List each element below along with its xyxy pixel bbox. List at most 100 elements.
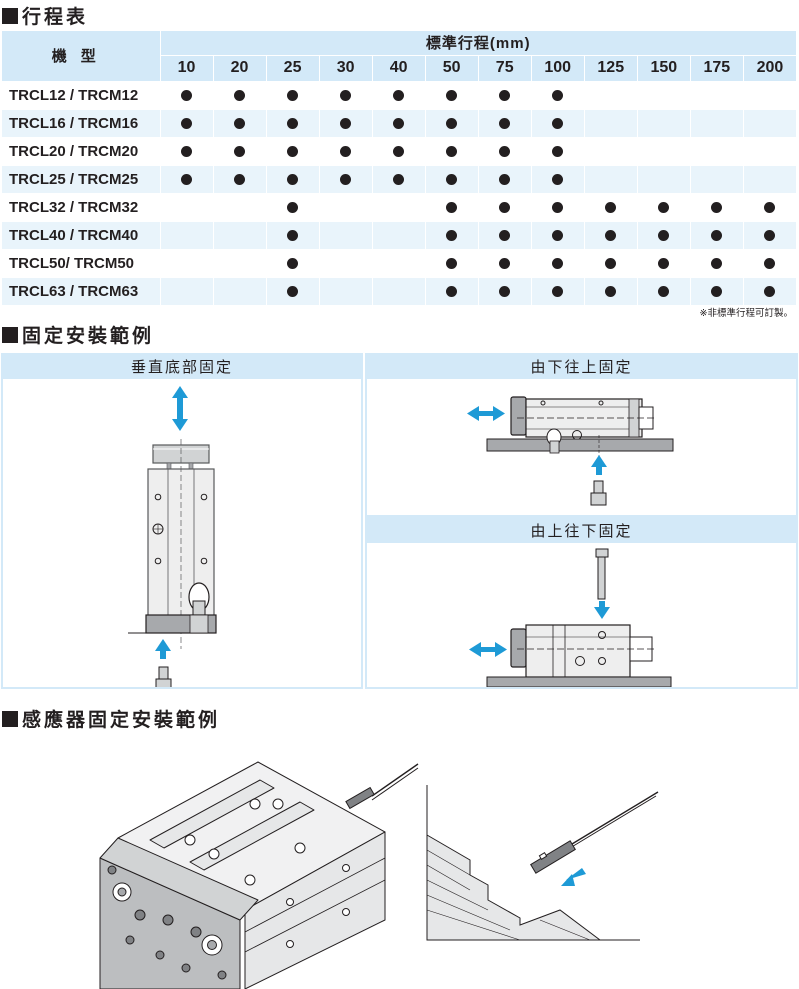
model-name: TRCL32 / TRCM32 xyxy=(2,193,161,222)
stroke-cell xyxy=(372,165,426,194)
stroke-cell xyxy=(266,165,320,194)
sensor-switch-icon xyxy=(345,763,419,810)
available-dot-icon xyxy=(446,90,458,102)
available-dot-icon xyxy=(605,230,617,242)
stroke-cell xyxy=(637,193,691,222)
stroke-row: TRCL20 / TRCM20 xyxy=(2,137,798,166)
available-dot-icon xyxy=(340,174,352,186)
sensor-switch-icon xyxy=(530,791,659,874)
sensor-slot-cross-section xyxy=(426,785,640,941)
stroke-cell xyxy=(266,277,320,306)
available-dot-icon xyxy=(446,258,458,270)
available-dot-icon xyxy=(764,258,776,270)
available-dot-icon xyxy=(446,118,458,130)
stroke-cell xyxy=(372,193,426,222)
stroke-cell xyxy=(584,81,638,110)
bottom-to-top-diagram xyxy=(467,396,674,506)
available-dot-icon xyxy=(393,90,405,102)
stroke-cell xyxy=(372,109,426,138)
double-arrow-vertical-icon xyxy=(172,386,188,431)
model-name: TRCL40 / TRCM40 xyxy=(2,221,161,250)
available-dot-icon xyxy=(605,202,617,214)
stroke-cell xyxy=(160,137,214,166)
stroke-row: TRCL40 / TRCM40 xyxy=(2,221,798,250)
available-dot-icon xyxy=(658,258,670,270)
available-dot-icon xyxy=(711,286,723,298)
stroke-cell xyxy=(743,109,798,138)
model-name: TRCL63 / TRCM63 xyxy=(2,277,161,306)
available-dot-icon xyxy=(287,146,299,158)
panel-vertical-bottom-mount: 垂直底部固定 xyxy=(1,353,363,689)
available-dot-icon xyxy=(552,202,564,214)
stroke-cell xyxy=(531,277,585,306)
stroke-cell xyxy=(160,277,214,306)
sensor-mount-title-text: 感應器固定安裝範例 xyxy=(22,709,221,731)
stroke-row: TRCL50/ TRCM50 xyxy=(2,249,798,278)
stroke-cell xyxy=(743,137,798,166)
stroke-cell xyxy=(266,249,320,278)
stroke-cell xyxy=(478,249,532,278)
available-dot-icon xyxy=(764,202,776,214)
stroke-cell xyxy=(637,165,691,194)
available-dot-icon xyxy=(446,286,458,298)
available-dot-icon xyxy=(711,202,723,214)
stroke-cell xyxy=(213,81,267,110)
stroke-cell xyxy=(160,221,214,250)
stroke-cell xyxy=(266,109,320,138)
stroke-cell xyxy=(584,221,638,250)
available-dot-icon xyxy=(287,202,299,214)
stroke-cell xyxy=(637,277,691,306)
stroke-header-cell: 100 xyxy=(531,55,585,82)
stroke-cell xyxy=(372,137,426,166)
stroke-cell xyxy=(266,81,320,110)
stroke-cell xyxy=(319,249,373,278)
custom-stroke-note: ※非標準行程可訂製。 xyxy=(699,308,793,319)
available-dot-icon xyxy=(234,174,246,186)
stroke-cell xyxy=(690,109,744,138)
arrow-insert-icon xyxy=(561,868,586,886)
square-bullet-icon xyxy=(2,326,18,343)
sensor-mount-illustration xyxy=(99,761,659,989)
available-dot-icon xyxy=(552,146,564,158)
stroke-cell xyxy=(213,249,267,278)
stroke-header-cell: 10 xyxy=(160,55,214,82)
stroke-cell xyxy=(425,249,479,278)
bolt-icon xyxy=(590,480,607,506)
available-dot-icon xyxy=(287,90,299,102)
cylinder-isometric-illustration xyxy=(99,761,386,989)
top-to-bottom-diagram xyxy=(469,548,672,687)
available-dot-icon xyxy=(446,174,458,186)
stroke-cell xyxy=(637,249,691,278)
mount-example-title: 固定安裝範例 xyxy=(2,321,154,348)
stroke-cell xyxy=(584,277,638,306)
stroke-row: TRCL16 / TRCM16 xyxy=(2,109,798,138)
stroke-cell xyxy=(478,165,532,194)
stroke-cell xyxy=(743,81,798,110)
stroke-cell xyxy=(584,109,638,138)
stroke-row: TRCL63 / TRCM63 xyxy=(2,277,798,306)
available-dot-icon xyxy=(234,90,246,102)
available-dot-icon xyxy=(446,230,458,242)
available-dot-icon xyxy=(605,258,617,270)
available-dot-icon xyxy=(234,146,246,158)
stroke-cell xyxy=(160,81,214,110)
available-dot-icon xyxy=(393,118,405,130)
stroke-cell xyxy=(531,137,585,166)
stroke-cell xyxy=(266,137,320,166)
model-name: TRCL16 / TRCM16 xyxy=(2,109,161,138)
panel-vertical-bottom-title: 垂直底部固定 xyxy=(3,355,361,379)
model-name: TRCL50/ TRCM50 xyxy=(2,249,161,278)
stroke-cell xyxy=(690,81,744,110)
stroke-cell xyxy=(531,249,585,278)
available-dot-icon xyxy=(287,174,299,186)
available-dot-icon xyxy=(340,146,352,158)
stroke-cell xyxy=(478,193,532,222)
stroke-cell xyxy=(425,81,479,110)
stroke-cell xyxy=(213,277,267,306)
available-dot-icon xyxy=(287,258,299,270)
stroke-cell xyxy=(531,81,585,110)
stroke-cell xyxy=(690,249,744,278)
stroke-cell xyxy=(160,165,214,194)
available-dot-icon xyxy=(499,202,511,214)
stroke-header-cell: 175 xyxy=(690,55,744,82)
